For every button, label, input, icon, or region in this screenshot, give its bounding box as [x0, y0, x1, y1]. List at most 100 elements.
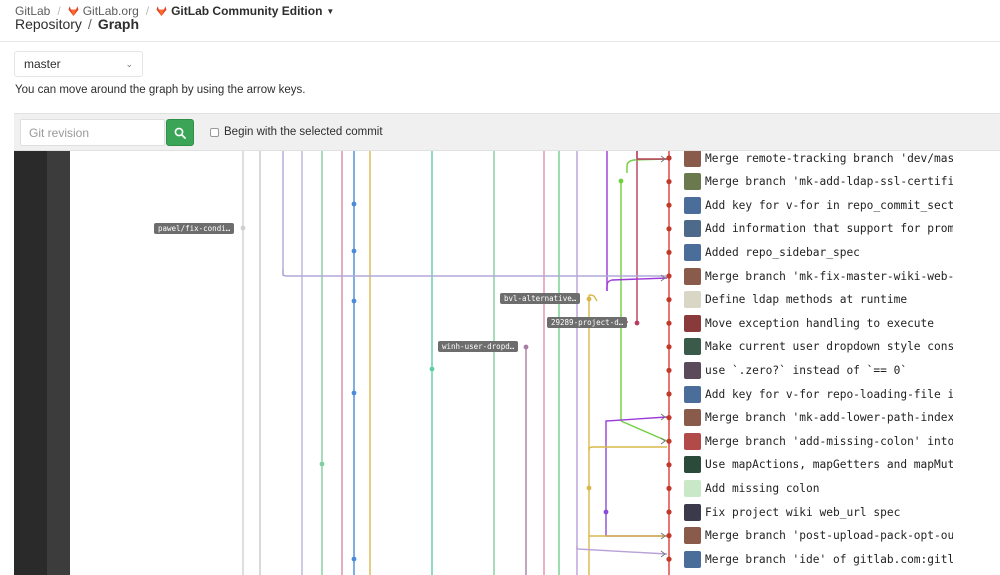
avatar — [684, 527, 701, 545]
commit-row[interactable]: Add key for v-for in repo_commit_sect — [684, 194, 1000, 216]
checkbox-label: Begin with the selected commit — [224, 126, 383, 138]
commit-message: Fix project wiki web_url spec — [705, 505, 901, 519]
commit-row[interactable]: Move exception handling to execute — [684, 312, 1000, 334]
page-title: Repository / Graph — [15, 16, 139, 32]
commit-row[interactable]: Merge branch 'add-missing-colon' into — [684, 430, 1000, 452]
gitlab-logo-icon — [156, 6, 167, 16]
commit-row[interactable]: Add key for v-for repo-loading-file i — [684, 383, 1000, 405]
branch-ref-label[interactable]: pawel/fix-condi… — [154, 223, 235, 234]
commit-row[interactable]: Merge remote-tracking branch 'dev/mas — [684, 151, 1000, 169]
branch-ref-label[interactable]: bvl-alternative… — [500, 293, 581, 304]
commit-message: Merge branch 'post-upload-pack-opt-ou — [705, 529, 953, 543]
network-graph[interactable]: pawel/fix-condi… bvl-alternative… 29289-pr… — [14, 151, 1000, 575]
breadcrumb-project-label: GitLab Community Edition — [171, 4, 323, 18]
lane-dot — [634, 320, 640, 326]
header-divider — [0, 41, 1000, 42]
commit-dot — [666, 249, 672, 255]
commit-row[interactable]: use `.zero?` instead of `== 0` — [684, 359, 1000, 381]
breadcrumb-project[interactable]: GitLab Community Edition ▼ — [171, 4, 334, 18]
avatar — [684, 432, 701, 450]
lane-dot — [429, 366, 435, 372]
commit-row[interactable]: Merge branch 'mk-add-lower-path-index — [684, 407, 1000, 429]
commit-dot — [666, 438, 672, 444]
branch-connector — [588, 294, 598, 302]
commit-message: Make current user dropdown style cons — [705, 340, 953, 354]
avatar — [684, 267, 701, 285]
commit-dot — [666, 320, 672, 326]
search-icon — [174, 127, 186, 139]
avatar — [684, 503, 701, 521]
commit-dot — [666, 344, 672, 350]
commit-row[interactable]: Merge branch 'mk-add-ldap-ssl-certifi — [684, 171, 1000, 193]
lane-dot — [351, 201, 357, 207]
breadcrumb-separator: / — [145, 4, 150, 18]
gitlab-logo-icon — [68, 6, 79, 16]
branch-ref-label[interactable]: 29289-project-d… — [547, 317, 628, 328]
commit-message: Merge branch 'mk-add-lower-path-index — [705, 411, 953, 425]
avatar — [684, 314, 701, 332]
search-button[interactable] — [166, 119, 194, 146]
page-path-current: Graph — [97, 16, 140, 32]
commit-dot — [666, 462, 672, 468]
commit-row[interactable]: Define ldap methods at runtime — [684, 289, 1000, 311]
commit-row[interactable]: Add missing colon — [684, 477, 1000, 499]
begin-with-selected-checkbox[interactable]: Begin with the selected commit — [210, 126, 383, 138]
commit-row[interactable]: Add information that support for prom — [684, 218, 1000, 240]
avatar — [684, 220, 701, 238]
chevron-down-icon: ⌄ — [125, 58, 133, 69]
avatar — [684, 196, 701, 214]
merge-arrow-icon — [660, 532, 666, 540]
lane-dot — [351, 298, 357, 304]
git-revision-input[interactable] — [20, 119, 165, 146]
commit-message: Merge branch 'mk-add-ldap-ssl-certifi — [705, 175, 953, 189]
lane-dot — [586, 485, 592, 491]
checkbox-box[interactable] — [210, 127, 219, 137]
commit-row[interactable]: Merge branch 'mk-fix-master-wiki-web- — [684, 265, 1000, 287]
commit-row[interactable]: Merge branch 'post-upload-pack-opt-ou — [684, 525, 1000, 547]
branch-ref-label[interactable]: winh-user-dropd… — [438, 341, 519, 352]
commit-dot — [666, 202, 672, 208]
graph-lines — [14, 151, 672, 575]
avatar — [684, 151, 701, 167]
lane-dot — [319, 461, 325, 467]
commit-row[interactable]: Make current user dropdown style cons — [684, 336, 1000, 358]
commit-message: use `.zero?` instead of `== 0` — [705, 363, 908, 377]
commit-message: Add key for v-for repo-loading-file i — [705, 387, 953, 401]
page-path-parent[interactable]: Repository — [15, 16, 82, 32]
commit-row[interactable]: Added repo_sidebar_spec — [684, 241, 1000, 263]
commit-message: Use mapActions, mapGetters and mapMut — [705, 458, 953, 472]
avatar — [684, 385, 701, 403]
lane-dot — [351, 390, 357, 396]
commit-row[interactable]: Merge branch 'ide' of gitlab.com:gitl — [684, 548, 1000, 570]
commit-message: Merge branch 'add-missing-colon' into — [705, 434, 953, 448]
page-path-separator: / — [87, 16, 92, 32]
commit-message: Merge branch 'ide' of gitlab.com:gitl — [705, 552, 953, 566]
merge-arrow-icon — [660, 413, 666, 421]
lane-dot — [618, 178, 624, 184]
avatar — [684, 338, 701, 356]
graph-date-gutter-inner — [47, 151, 70, 575]
lane-dot — [586, 296, 592, 302]
avatar — [684, 479, 701, 497]
branch-dropdown[interactable]: master ⌄ — [14, 51, 143, 77]
graph-filter-bar: Begin with the selected commit — [14, 113, 1000, 151]
breadcrumb-gitlab-org[interactable]: GitLab.org — [82, 4, 139, 18]
commit-dot — [666, 155, 672, 161]
commit-message: Merge remote-tracking branch 'dev/mas — [705, 151, 953, 165]
commit-row[interactable]: Fix project wiki web_url spec — [684, 501, 1000, 523]
branch-connector — [636, 151, 667, 160]
breadcrumb-gitlab[interactable]: GitLab — [15, 4, 51, 18]
breadcrumb: GitLab / GitLab.org / GitLab Community E… — [15, 4, 334, 18]
commit-row[interactable]: Use mapActions, mapGetters and mapMut — [684, 454, 1000, 476]
commit-dot — [666, 297, 672, 303]
chevron-down-icon[interactable]: ▼ — [326, 6, 335, 16]
avatar — [684, 550, 701, 568]
avatar — [684, 173, 701, 191]
commit-dot — [666, 226, 672, 232]
branch-connector — [605, 416, 668, 441]
lane-dot — [523, 344, 529, 350]
commit-message: Add information that support for prom — [705, 222, 953, 236]
commit-dot — [666, 415, 672, 421]
commit-message: Define ldap methods at runtime — [705, 293, 908, 307]
commit-dot — [666, 533, 672, 539]
